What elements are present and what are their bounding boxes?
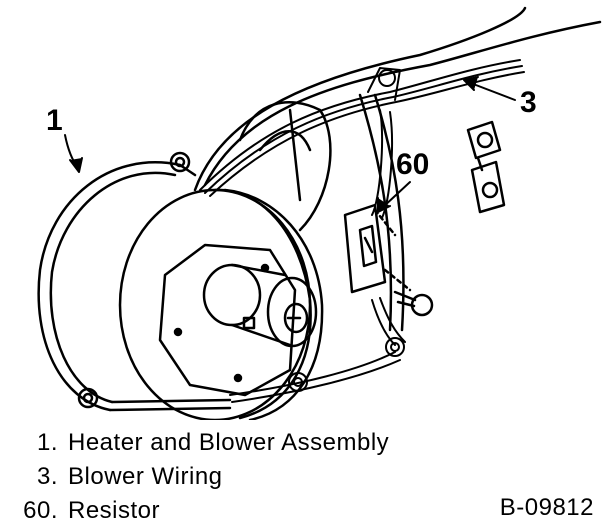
resistor-fastener xyxy=(410,293,434,317)
leader-60 xyxy=(381,181,411,209)
callout-1: 1 xyxy=(46,104,63,137)
wiring-clip-fastener xyxy=(378,69,396,87)
legend-number: 60. xyxy=(23,497,58,524)
legend-label: Heater and Blower Assembly xyxy=(68,429,390,456)
legend-item: 3. Blower Wiring xyxy=(14,460,474,494)
blower-wiring xyxy=(199,59,525,403)
legend-number: 1. xyxy=(36,429,58,456)
legend-item: 1. Heater and Blower Assembly xyxy=(14,426,474,460)
wiring-connector-detail xyxy=(466,120,506,214)
housing-fastener-bottom xyxy=(77,387,99,409)
figure-code: B-09812 xyxy=(499,494,594,521)
wiring-fastener-right xyxy=(385,337,405,357)
leader-3 xyxy=(467,81,516,101)
legend-number: 3. xyxy=(36,463,58,490)
blower-resistor xyxy=(343,203,434,317)
callout-60: 60 xyxy=(396,148,430,181)
legend-item: 60. Resistor xyxy=(14,494,474,528)
wiring-fastener-lower xyxy=(288,372,308,392)
motor-mounting-plate xyxy=(158,243,297,397)
heater-blower-diagram xyxy=(37,6,602,420)
callout-3: 3 xyxy=(520,86,537,119)
legend-label: Resistor xyxy=(68,497,161,524)
housing-fastener-top xyxy=(169,151,191,173)
blower-scroll xyxy=(118,188,324,420)
blower-motor xyxy=(202,263,318,348)
parts-legend: 1. Heater and Blower Assembly 3. Blower … xyxy=(14,426,474,528)
heater-blower-assembly xyxy=(37,151,232,412)
callout-leaders xyxy=(64,76,516,213)
legend-label: Blower Wiring xyxy=(68,463,223,490)
